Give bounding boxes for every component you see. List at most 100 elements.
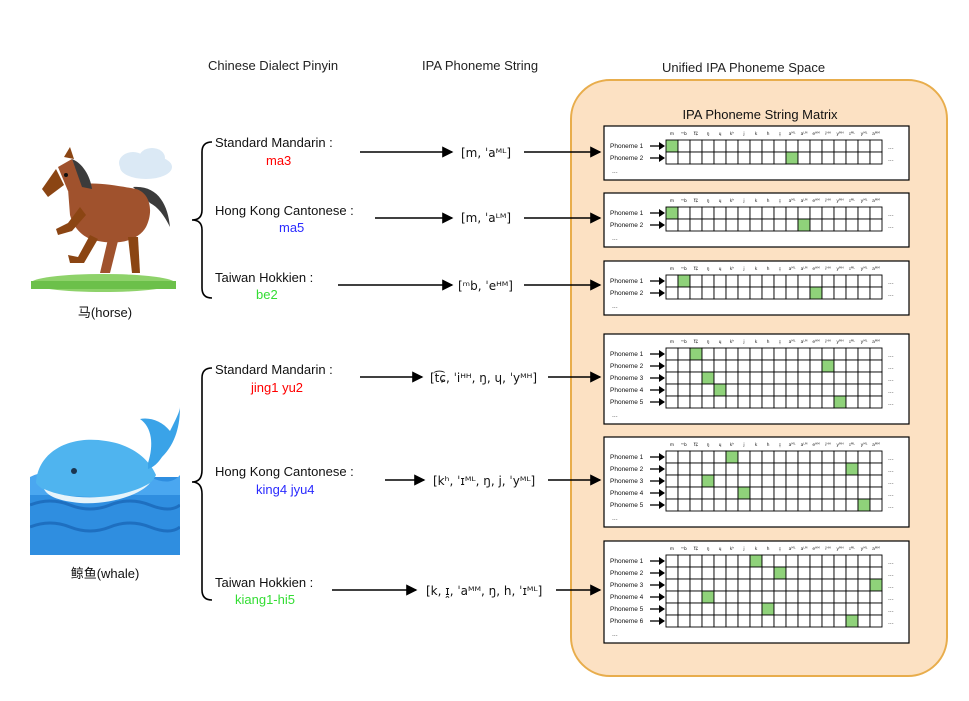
highlighted-cell [677,274,691,288]
matrix-cell [857,602,871,616]
highlighted-cell [701,590,715,604]
matrix-cell [713,602,727,616]
column-ellipsis: ... [888,595,894,602]
matrix-cell [713,371,727,385]
matrix-cell [809,554,823,568]
matrix-cell [869,218,883,232]
matrix-cell [797,395,811,409]
matrix-cell [701,498,715,512]
column-header: ɪ̯ [779,199,781,204]
column-header: yᴹᴸ [861,547,868,552]
matrix-cell [665,486,679,500]
column-header: kʰ [730,339,735,345]
matrix-cell [737,151,751,165]
row-arrowhead [659,617,665,625]
column-header: yᴹᴴ [836,546,843,552]
column-header: j [742,266,744,272]
row-label: Phoneme 1 [610,351,644,358]
matrix-cell [833,286,847,300]
column-header: k [755,442,758,448]
matrix-cell [821,462,835,476]
matrix-cell [845,498,859,512]
matrix-cell [725,474,739,488]
matrix-cell [833,554,847,568]
matrix-cell [689,614,703,628]
column-header: ɪ̯ [779,340,781,345]
column-header: ɪᴹᴸ [849,443,855,448]
matrix-cell [737,139,751,153]
matrix-cell [773,462,787,476]
matrix-cell [773,614,787,628]
column-header: kʰ [730,198,735,204]
column-header: h [767,266,770,272]
column-header: iᴴᴴ [825,339,831,345]
matrix-cell [857,578,871,592]
matrix-cell [677,347,691,361]
row-label: Phoneme 2 [610,363,644,370]
matrix-cell [869,395,883,409]
matrix-cell [713,347,727,361]
horse-cantonese-pinyin: ma5 [279,220,305,235]
column-header: j [742,131,744,137]
row-label: Phoneme 2 [610,155,644,162]
matrix-cell [833,566,847,580]
row-arrowhead [659,605,665,613]
matrix-cell [737,614,751,628]
matrix-cell [677,359,691,373]
highlighted-cell [761,602,775,616]
column-ellipsis: ... [888,156,894,163]
matrix-cell [725,554,739,568]
matrix-cell [689,151,703,165]
matrix-cell [773,578,787,592]
matrix-cell [833,139,847,153]
matrix-cell [737,602,751,616]
matrix-cell [857,383,871,397]
matrix-cell [701,395,715,409]
matrix-cell [665,498,679,512]
column-header: aᴹᴹ [872,199,880,204]
row-label: Phoneme 3 [610,375,644,382]
matrix-cell [701,151,715,165]
highlighted-cell [809,286,823,300]
column-header: yᴹᴴ [836,442,843,448]
matrix-cell [761,498,775,512]
matrix-cell [689,371,703,385]
matrix-cell [749,602,763,616]
column-ellipsis: ... [888,619,894,626]
matrix-cell [809,359,823,373]
matrix-cell [845,371,859,385]
matrix-cell [749,383,763,397]
row-arrowhead [659,289,665,297]
matrix-cell [689,383,703,397]
column-header: m [670,340,674,345]
matrix-cell [749,450,763,464]
matrix-cell [677,486,691,500]
matrix-cell [821,486,835,500]
matrix-cell [701,578,715,592]
column-header: iᴴᴴ [825,546,831,552]
row-arrowhead [659,209,665,217]
matrix-cell [725,151,739,165]
matrix-cell [845,474,859,488]
matrix-cell [809,498,823,512]
matrix-cell [665,474,679,488]
matrix-cell [665,218,679,232]
row-ellipsis: ... [612,235,618,242]
matrix-cell [821,218,835,232]
column-header: h [767,131,770,137]
column-header: k [755,546,758,552]
matrix-cell [725,218,739,232]
matrix-cell [737,590,751,604]
matrix-cell [665,286,679,300]
matrix-cell [689,206,703,220]
matrix-cell [749,614,763,628]
column-header: aᴹᴹ [872,132,880,137]
highlighted-cell [665,206,679,220]
matrix-cell [821,554,835,568]
matrix-cell [677,498,691,512]
matrix-cell [665,395,679,409]
column-header: ᵐb [681,546,687,552]
highlighted-cell [701,371,715,385]
